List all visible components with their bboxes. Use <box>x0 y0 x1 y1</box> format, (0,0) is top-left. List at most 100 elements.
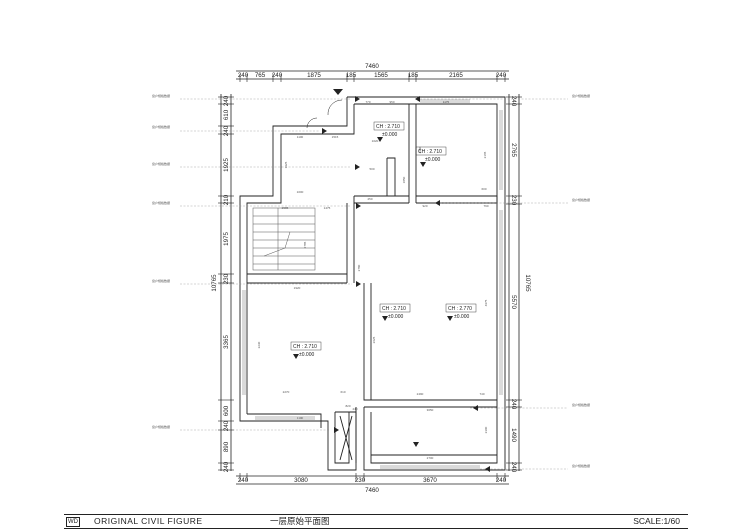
svg-text:1475: 1475 <box>324 206 331 210</box>
dimension-labels: 7460 240 765 240 1875 185 1565 185 2165 … <box>238 63 507 494</box>
room-level: ±0.000 <box>425 157 440 163</box>
dim-right: 240 <box>510 96 517 107</box>
dim-left: 210 <box>223 194 230 205</box>
stair <box>252 207 316 271</box>
dim-bottom: 3670 <box>423 477 437 484</box>
svg-text:950: 950 <box>389 100 394 104</box>
dim-left: 890 <box>223 441 230 452</box>
svg-text:1850: 1850 <box>402 176 406 183</box>
dim-top: 2165 <box>449 72 463 79</box>
room-level: ±0.000 <box>299 352 314 358</box>
drawing-subtitle: 一层原始平面图 <box>270 516 330 526</box>
callout-note: 窗户规格数据 <box>572 93 590 98</box>
dim-right: 240 <box>510 462 517 473</box>
dim-top: 185 <box>346 72 357 79</box>
room-level: ±0.000 <box>454 314 469 320</box>
svg-text:740: 740 <box>479 392 484 396</box>
callout-note: 窗户规格数据 <box>152 278 170 283</box>
svg-text:610: 610 <box>340 390 345 394</box>
dim-top: 765 <box>255 72 266 79</box>
room-ch: CH : 2.710 <box>382 306 406 312</box>
svg-text:2785: 2785 <box>303 241 307 248</box>
dim-right: 1490 <box>510 428 517 442</box>
svg-text:1000: 1000 <box>297 190 304 194</box>
svg-text:2270: 2270 <box>283 390 290 394</box>
dim-left: 3365 <box>223 335 230 349</box>
dim-right: 230 <box>510 195 517 206</box>
drawing-scale: SCALE:1/60 <box>633 516 680 526</box>
callout-markers <box>322 96 490 472</box>
svg-text:1515: 1515 <box>332 135 339 139</box>
dim-left: 1975 <box>223 232 230 246</box>
svg-text:920: 920 <box>422 204 427 208</box>
title-block: WD ORIGINAL CIVIL FIGURE 一层原始平面图 SCALE:1… <box>64 514 688 529</box>
callout-note: 窗户规格数据 <box>572 197 590 202</box>
svg-text:500: 500 <box>369 167 374 171</box>
dim-top-total: 7460 <box>365 63 379 70</box>
callout-note: 窗户规格数据 <box>152 124 170 129</box>
svg-text:1020: 1020 <box>372 139 379 143</box>
dim-bottom-total: 7460 <box>365 487 379 494</box>
room-ch: CH : 2.710 <box>418 149 442 155</box>
dim-left: 1925 <box>223 158 230 172</box>
svg-text:1190: 1190 <box>297 416 304 420</box>
svg-text:1175: 1175 <box>443 100 450 104</box>
dim-bottom: 240 <box>496 477 507 484</box>
callout-note: 窗户规格数据 <box>572 463 590 468</box>
dim-left: 230 <box>223 273 230 284</box>
room-level: ±0.000 <box>382 132 397 138</box>
dim-left-total: 10765 <box>211 274 218 292</box>
dim-top: 240 <box>272 72 283 79</box>
callout-note: 窗户规格数据 <box>152 200 170 205</box>
callout-note: 窗户规格数据 <box>152 161 170 166</box>
dim-bottom: 240 <box>238 477 249 484</box>
dim-bottom: 230 <box>355 477 366 484</box>
callout-note: 窗户规格数据 <box>152 93 170 98</box>
dim-right: 240 <box>510 399 517 410</box>
room-ch: CH : 2.710 <box>293 344 317 350</box>
svg-text:1920: 1920 <box>294 286 301 290</box>
svg-text:770: 770 <box>365 100 370 104</box>
dim-top: 185 <box>408 72 419 79</box>
dimension-labels-left: 10765 240 610 240 1925 210 1975 230 3365… <box>211 95 230 472</box>
svg-text:250: 250 <box>367 197 372 201</box>
dim-right: 5570 <box>510 295 517 309</box>
inner-dimensions: 770 950 1175 1100 1515 1020 4950 2165 19… <box>257 100 489 460</box>
dim-left: 240 <box>223 95 230 106</box>
room-ch: CH : 2.770 <box>448 306 472 312</box>
drawing-name: ORIGINAL CIVIL FIGURE <box>94 516 203 526</box>
svg-text:2780: 2780 <box>357 264 361 271</box>
entrance-arrow-icon <box>333 89 343 95</box>
svg-text:600: 600 <box>481 187 486 191</box>
svg-text:4950: 4950 <box>418 146 422 153</box>
svg-text:820: 820 <box>345 404 350 408</box>
dim-left: 240 <box>223 420 230 431</box>
dimension-labels-right: 10765 240 2765 230 5570 240 1490 240 <box>510 96 531 473</box>
dim-top: 240 <box>496 72 507 79</box>
svg-text:1925: 1925 <box>284 161 288 168</box>
room-labels: CH : 2.710 ±0.000 CH : 2.710 ±0.000 CH :… <box>290 121 477 358</box>
dim-top: 240 <box>238 72 249 79</box>
drawing-code: WD <box>66 517 80 527</box>
svg-text:240: 240 <box>352 407 357 411</box>
dim-right: 2765 <box>510 143 517 157</box>
svg-text:3050: 3050 <box>427 408 434 412</box>
svg-text:2625: 2625 <box>372 336 376 343</box>
svg-text:2230: 2230 <box>257 341 261 348</box>
dim-bottom: 3080 <box>294 477 308 484</box>
dim-top: 1875 <box>307 72 321 79</box>
room-ch: CH : 2.710 <box>376 124 400 130</box>
dim-right-total: 10765 <box>524 274 531 292</box>
svg-text:1100: 1100 <box>297 135 304 139</box>
svg-text:2585: 2585 <box>282 206 289 210</box>
svg-text:2165: 2165 <box>483 151 487 158</box>
room-level: ±0.000 <box>388 314 403 320</box>
svg-text:2700: 2700 <box>427 456 434 460</box>
svg-text:4975: 4975 <box>484 299 488 306</box>
dim-left: 240 <box>223 461 230 472</box>
callout-note: 窗户规格数据 <box>572 402 590 407</box>
svg-text:790: 790 <box>483 204 488 208</box>
walls <box>239 96 506 471</box>
svg-text:2490: 2490 <box>417 392 424 396</box>
dim-left: 600 <box>223 405 230 416</box>
